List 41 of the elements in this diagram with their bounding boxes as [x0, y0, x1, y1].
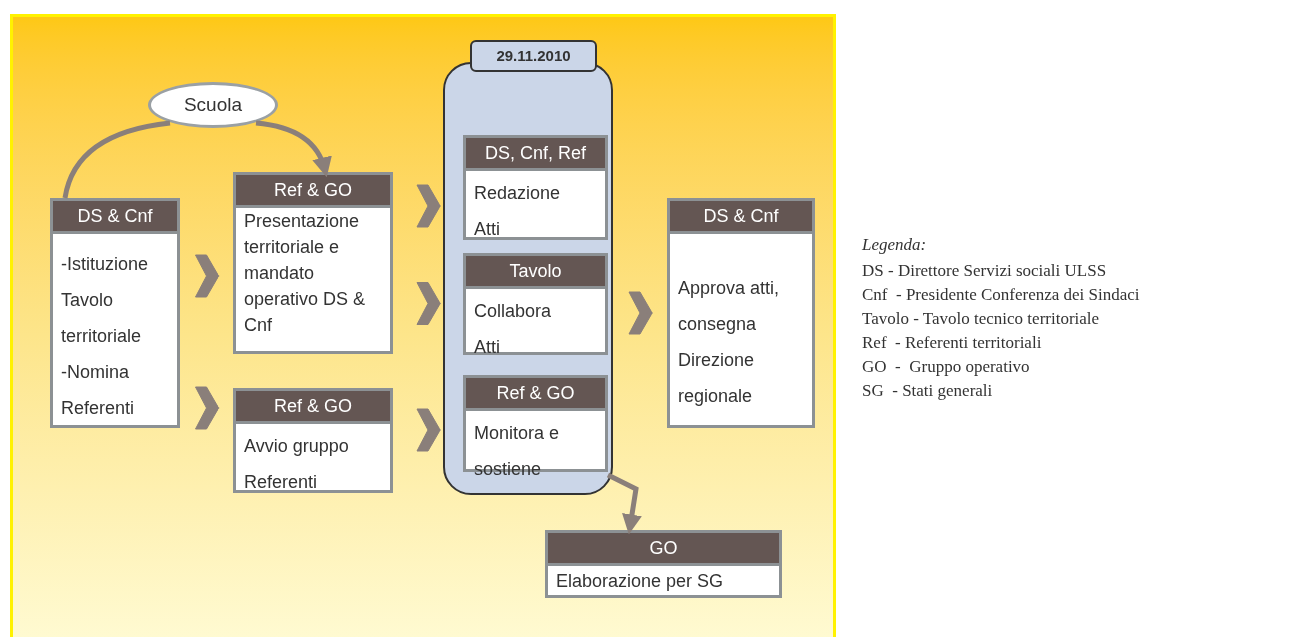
curved-arrow [255, 120, 331, 178]
card-text: Monitora e sostiene [473, 422, 561, 481]
card-text: Elaborazione per SG [555, 570, 725, 593]
process-card [667, 198, 815, 428]
card-text: Redazione Atti [473, 182, 562, 241]
legend-entry: DS - Direttore Servizi sociali ULSS [862, 260, 1108, 282]
role-header: Ref & GO [236, 391, 390, 424]
card-text: Approva atti, consegna Direzione regionale [677, 277, 781, 408]
legend-entry: Cnf - Presidente Conferenza dei Sindaci [862, 284, 1140, 306]
chevron-arrow [195, 254, 220, 298]
role-header: DS & Cnf [670, 201, 812, 234]
chevron-arrow [628, 291, 653, 335]
role-header: Ref & GO [236, 175, 390, 208]
role-header: DS & Cnf [53, 201, 177, 234]
card-text: Collabora Atti [473, 300, 553, 359]
node-label: Scuola [183, 92, 243, 117]
chevron-arrow [416, 184, 441, 228]
role-header: Tavolo [466, 256, 605, 289]
process-card [50, 198, 180, 428]
process-card [463, 253, 608, 355]
process-card [233, 388, 393, 493]
chevron-arrow [416, 408, 441, 452]
group-container [443, 40, 613, 495]
card-text: -Istituzione Tavolo territoriale -Nomina Referenti [60, 253, 150, 420]
card-text: Presentazione territoriale e mandato operativo DS & Cnf [243, 210, 367, 337]
legend-entry: SG - Stati generali [862, 380, 994, 402]
role-header: Ref & GO [466, 378, 605, 411]
role-header: GO [548, 533, 779, 566]
legend-entry: Tavolo - Tavolo tecnico territoriale [862, 308, 1101, 330]
bent-arrow [606, 472, 642, 535]
legend-entry: GO - Gruppo operativo [862, 356, 1031, 378]
chevron-arrow [195, 386, 220, 430]
card-text: Avvio gruppo Referenti [243, 435, 350, 494]
date-tab: 29.11.2010 [470, 40, 597, 72]
legend-entry: Ref - Referenti territoriali [862, 332, 1043, 354]
process-card [463, 135, 608, 240]
process-card [545, 530, 782, 598]
legend-title: Legenda: [862, 234, 928, 256]
role-header: DS, Cnf, Ref [466, 138, 605, 171]
chevron-arrow [416, 282, 441, 325]
process-card [233, 172, 393, 354]
